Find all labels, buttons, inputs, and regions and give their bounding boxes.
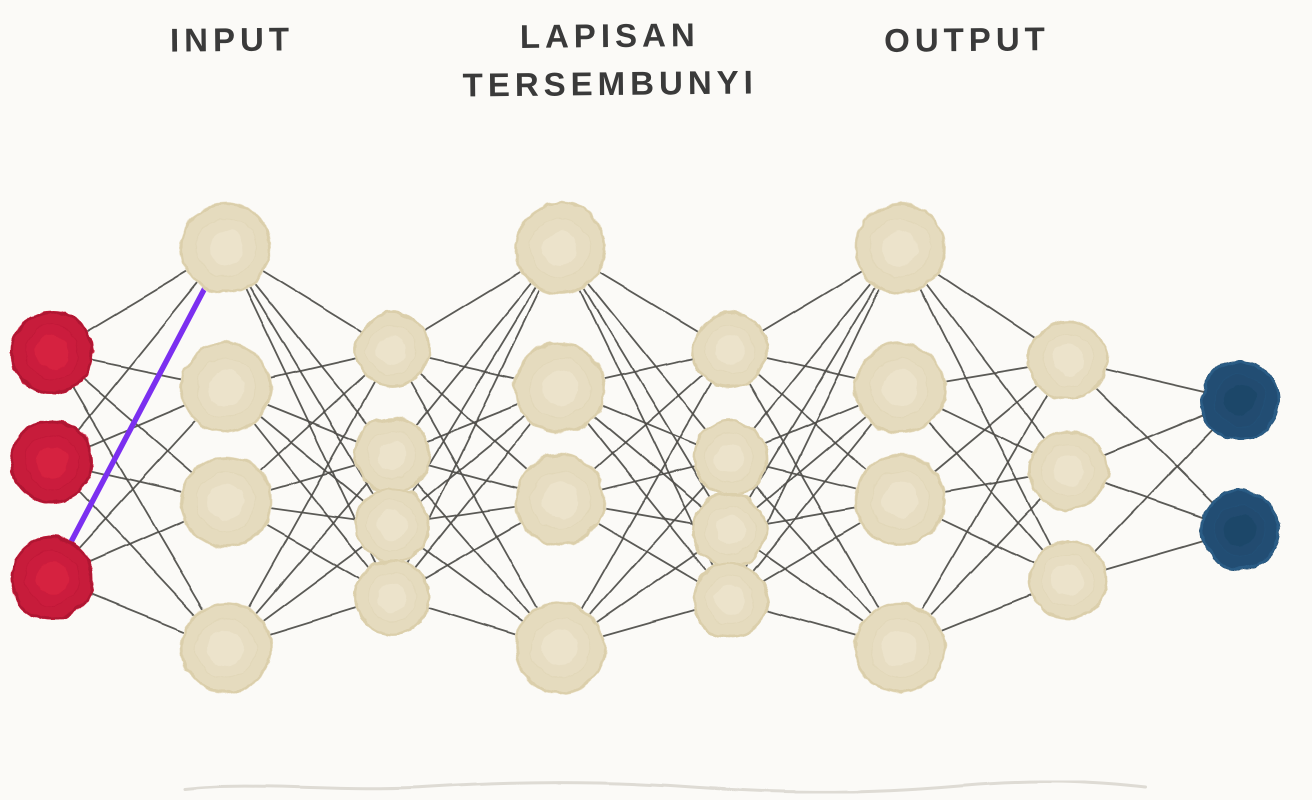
hidden-2-node-2 — [354, 417, 430, 493]
edge-hidden-2-1-hidden-3-4 — [391, 349, 561, 649]
edge-hidden-3-4-hidden-4-1 — [559, 349, 731, 649]
edge-hidden-5-1-hidden-6-2 — [899, 247, 1069, 471]
highlighted-edge — [49, 245, 229, 581]
output-node-2 — [1200, 490, 1280, 570]
hidden-5-node-4 — [854, 602, 946, 694]
edge-hidden-5-1-hidden-6-3 — [899, 247, 1069, 581]
input-layer-label: INPUT — [169, 20, 295, 59]
hidden-3-node-3 — [514, 454, 606, 546]
hidden-6-node-2 — [1028, 430, 1108, 510]
hidden-4-node-1 — [692, 312, 768, 388]
hidden-5-node-2 — [854, 342, 946, 434]
input-node-3 — [10, 536, 94, 620]
edge-hidden-6-3-output-1 — [1067, 399, 1241, 581]
input-node-2 — [10, 420, 94, 504]
hidden-layer-label-line1: LAPISAN — [519, 16, 700, 55]
hidden-3-node-2 — [514, 342, 606, 434]
hidden-1-node-4 — [180, 602, 272, 694]
hidden-2-node-1 — [354, 312, 430, 388]
hidden-2-node-3 — [354, 487, 430, 563]
hidden-4-node-3 — [692, 492, 768, 568]
hidden-5-node-1 — [854, 202, 946, 294]
hidden-3-node-1 — [514, 202, 606, 294]
highlighted-edge-layer — [49, 245, 229, 581]
nodes-layer — [10, 202, 1280, 694]
hidden-1-node-2 — [180, 342, 272, 434]
hidden-1-node-1 — [180, 202, 272, 294]
edge-hidden-1-4-hidden-2-1 — [225, 349, 393, 649]
hidden-6-node-1 — [1028, 320, 1108, 400]
input-node-1 — [10, 310, 94, 394]
hidden-4-node-2 — [692, 420, 768, 496]
edge-hidden-4-1-hidden-5-4 — [729, 349, 901, 649]
hidden-layer-label: LAPISAN TERSEMBUNYI — [440, 10, 781, 109]
edge-input-1-hidden-1-4 — [51, 351, 227, 649]
edge-hidden-5-4-hidden-6-1 — [899, 359, 1069, 649]
hidden-5-node-3 — [854, 454, 946, 546]
hidden-1-node-3 — [180, 456, 272, 548]
hidden-layer-label-line2: TERSEMBUNYI — [462, 63, 759, 104]
hidden-3-node-4 — [514, 602, 606, 694]
bottom-squiggle — [183, 780, 1147, 794]
edge-hidden-6-1-output-2 — [1067, 359, 1241, 531]
hidden-4-node-4 — [692, 562, 768, 638]
output-node-1 — [1200, 360, 1280, 440]
hidden-6-node-3 — [1028, 540, 1108, 620]
output-layer-label: OUTPUT — [883, 20, 1051, 59]
hidden-2-node-4 — [354, 559, 430, 635]
